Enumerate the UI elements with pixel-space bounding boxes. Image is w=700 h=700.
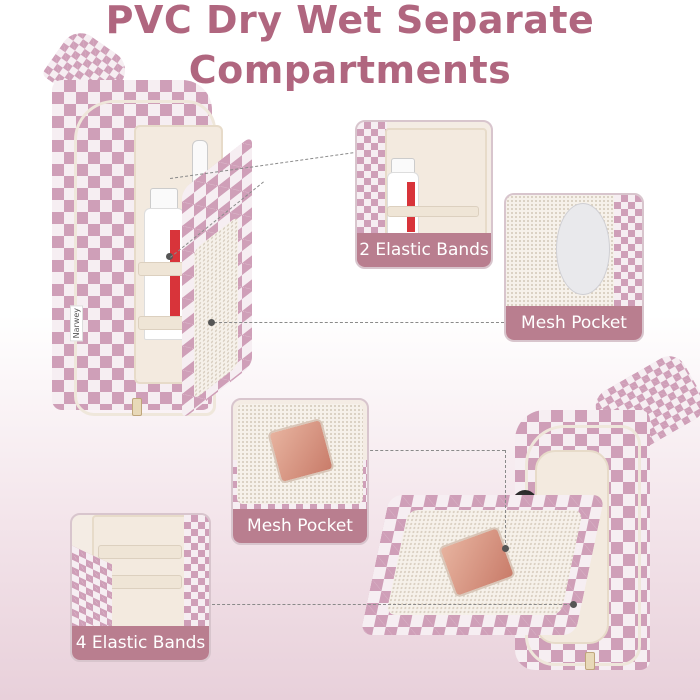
connector-dot-elastic-bands-4 bbox=[570, 601, 577, 608]
callout-mesh-pocket-bottom: Mesh Pocket bbox=[231, 398, 369, 545]
brand-tag: Narwey bbox=[70, 305, 83, 342]
connector-line-mesh-pocket-bottom bbox=[365, 450, 505, 451]
callout-4-elastic-bands: 4 Elastic Bands bbox=[70, 513, 211, 662]
connector-dot-mesh-pocket-bottom bbox=[502, 545, 509, 552]
headline-line-2: Compartments bbox=[188, 48, 512, 92]
callout-2-elastic-bands: 2 Elastic Bands bbox=[355, 120, 493, 269]
zipper-pull-bottom bbox=[585, 652, 595, 670]
connector-line-mesh-pocket-top bbox=[214, 322, 504, 323]
connector-dot-elastic-bands-2 bbox=[166, 253, 173, 260]
top-bag-illustration: Narwey bbox=[41, 25, 352, 430]
callout-photo-4-elastic-bands bbox=[72, 515, 209, 660]
zipper-pull bbox=[132, 398, 142, 416]
connector-line-mesh-pocket-bottom-vert bbox=[505, 450, 506, 548]
label-4-elastic-bands: 4 Elastic Bands bbox=[72, 626, 209, 660]
connector-dot-mesh-pocket-top bbox=[208, 319, 215, 326]
connector-line-elastic-bands-4 bbox=[207, 604, 572, 605]
callout-mesh-pocket-top: Mesh Pocket bbox=[504, 193, 644, 342]
label-mesh-pocket-top: Mesh Pocket bbox=[506, 306, 642, 340]
headline-line-1: PVC Dry Wet Separate bbox=[105, 0, 595, 42]
bottom-bag-illustration bbox=[360, 349, 700, 670]
toothpaste-label bbox=[170, 230, 180, 330]
label-2-elastic-bands: 2 Elastic Bands bbox=[357, 233, 491, 267]
label-mesh-pocket-bottom: Mesh Pocket bbox=[233, 509, 367, 543]
